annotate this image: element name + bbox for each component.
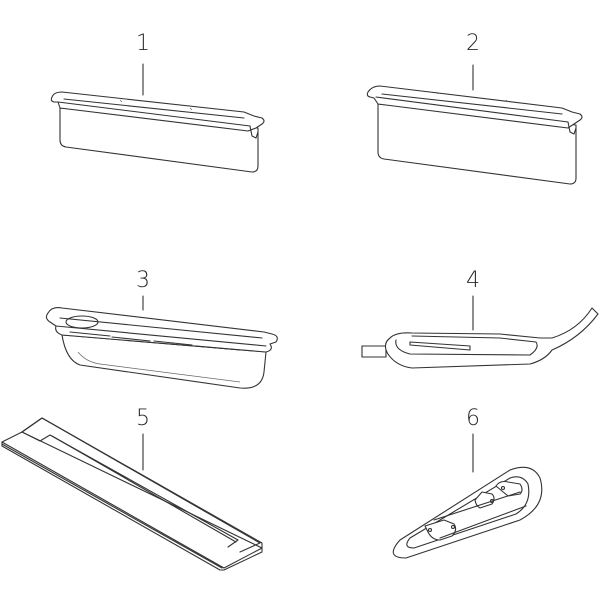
part-5-drawing: [1, 417, 263, 571]
part-label-4: 4: [466, 268, 480, 293]
part-4-drawing: [361, 295, 599, 369]
part-label-2: 2: [466, 31, 480, 56]
part-6-drawing: [392, 433, 543, 559]
part-label-1: 1: [136, 31, 150, 56]
part-2-drawing: [366, 64, 583, 185]
part-3-drawing: [45, 295, 278, 389]
part-label-6: 6: [466, 406, 480, 431]
part-1-drawing: [50, 63, 265, 173]
part-label-5: 5: [136, 406, 150, 431]
part-label-3: 3: [136, 268, 150, 293]
